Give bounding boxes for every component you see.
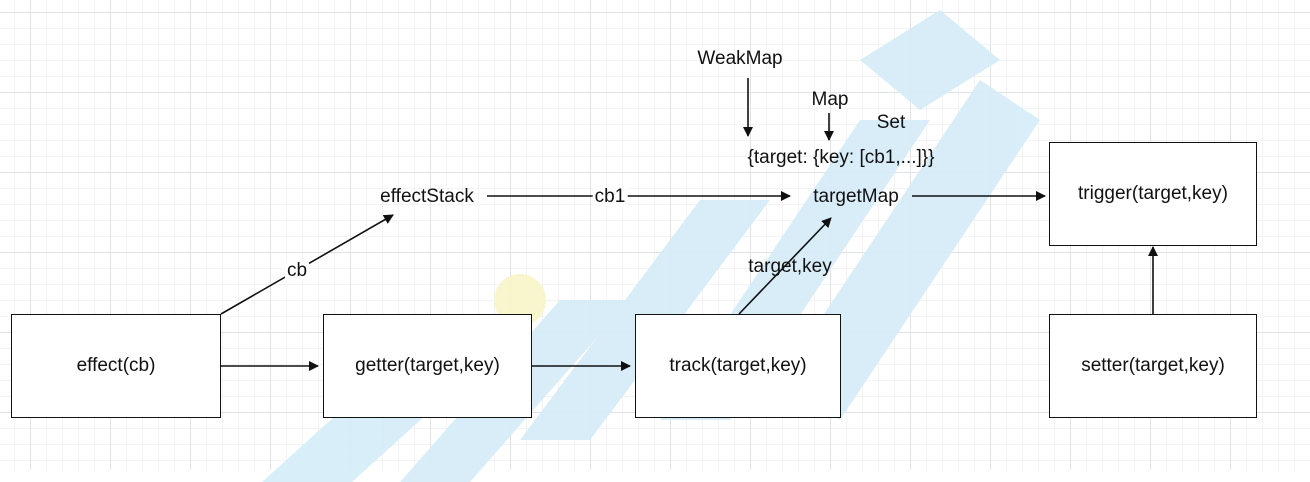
set-annotation: Set	[876, 112, 906, 133]
watermark-dot	[494, 274, 546, 326]
edge-label-cb1: cb1	[592, 186, 628, 207]
edge-track-to-targetmap	[738, 217, 832, 315]
edge-label-target-key: target,key	[748, 256, 832, 277]
effect-node-label: effect(cb)	[76, 355, 156, 376]
getter-node-label: getter(target,key)	[355, 355, 500, 376]
setter-node: setter(target,key)	[1049, 314, 1257, 418]
effect-node: effect(cb)	[11, 314, 221, 418]
effectstack-node: effectStack	[380, 186, 474, 207]
structure-annotation: {target: {key: [cb1,...]}}	[747, 147, 935, 168]
trigger-node: trigger(target,key)	[1049, 142, 1257, 246]
track-node-label: track(target,key)	[669, 355, 807, 376]
trigger-node-label: trigger(target,key)	[1078, 183, 1228, 204]
track-node: track(target,key)	[635, 314, 841, 418]
getter-node: getter(target,key)	[323, 314, 532, 418]
weakmap-annotation: WeakMap	[697, 48, 783, 69]
edge-label-cb: cb	[284, 260, 310, 281]
map-annotation: Map	[811, 89, 849, 110]
setter-node-label: setter(target,key)	[1081, 355, 1225, 376]
targetmap-node: targetMap	[813, 186, 899, 207]
